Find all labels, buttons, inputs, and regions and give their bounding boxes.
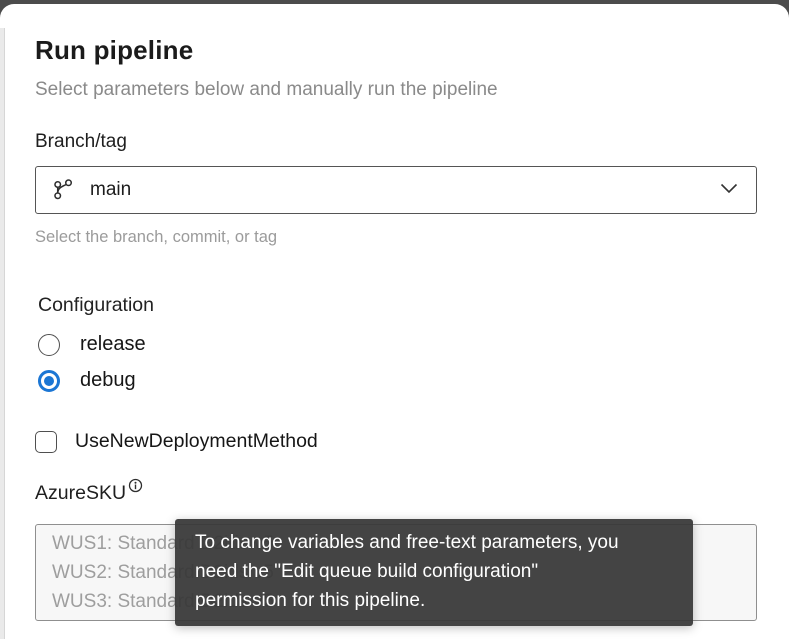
chevron-down-icon	[720, 181, 738, 199]
info-icon[interactable]	[128, 478, 143, 493]
radio-option-debug[interactable]: debug	[35, 369, 757, 392]
radio-label-release: release	[80, 333, 146, 355]
azure-sku-label-row: AzureSKU	[35, 478, 757, 505]
checkbox-box[interactable]	[35, 430, 57, 453]
azure-sku-label: AzureSKU	[35, 482, 127, 504]
page-title: Run pipeline	[35, 35, 194, 65]
page-edge	[0, 28, 5, 639]
permission-tooltip: To change variables and free-text parame…	[175, 519, 693, 626]
branch-tag-label: Branch/tag	[35, 131, 127, 152]
radio-circle-release	[38, 333, 60, 356]
configuration-label: Configuration	[38, 294, 154, 316]
branch-dropdown-value: main	[90, 179, 132, 200]
git-branch-icon	[52, 179, 74, 201]
page-subtitle: Select parameters below and manually run…	[35, 79, 498, 100]
radio-label-debug: debug	[80, 369, 136, 391]
branch-helper-text: Select the branch, commit, or tag	[35, 228, 278, 246]
tooltip-text: To change variables and free-text parame…	[195, 532, 619, 611]
radio-option-release[interactable]: release	[35, 333, 757, 356]
checkbox-label: UseNewDeploymentMethod	[75, 430, 318, 452]
radio-circle-debug	[38, 369, 60, 392]
branch-dropdown[interactable]: main	[35, 166, 757, 214]
use-new-deployment-checkbox-row[interactable]: UseNewDeploymentMethod	[35, 430, 757, 453]
